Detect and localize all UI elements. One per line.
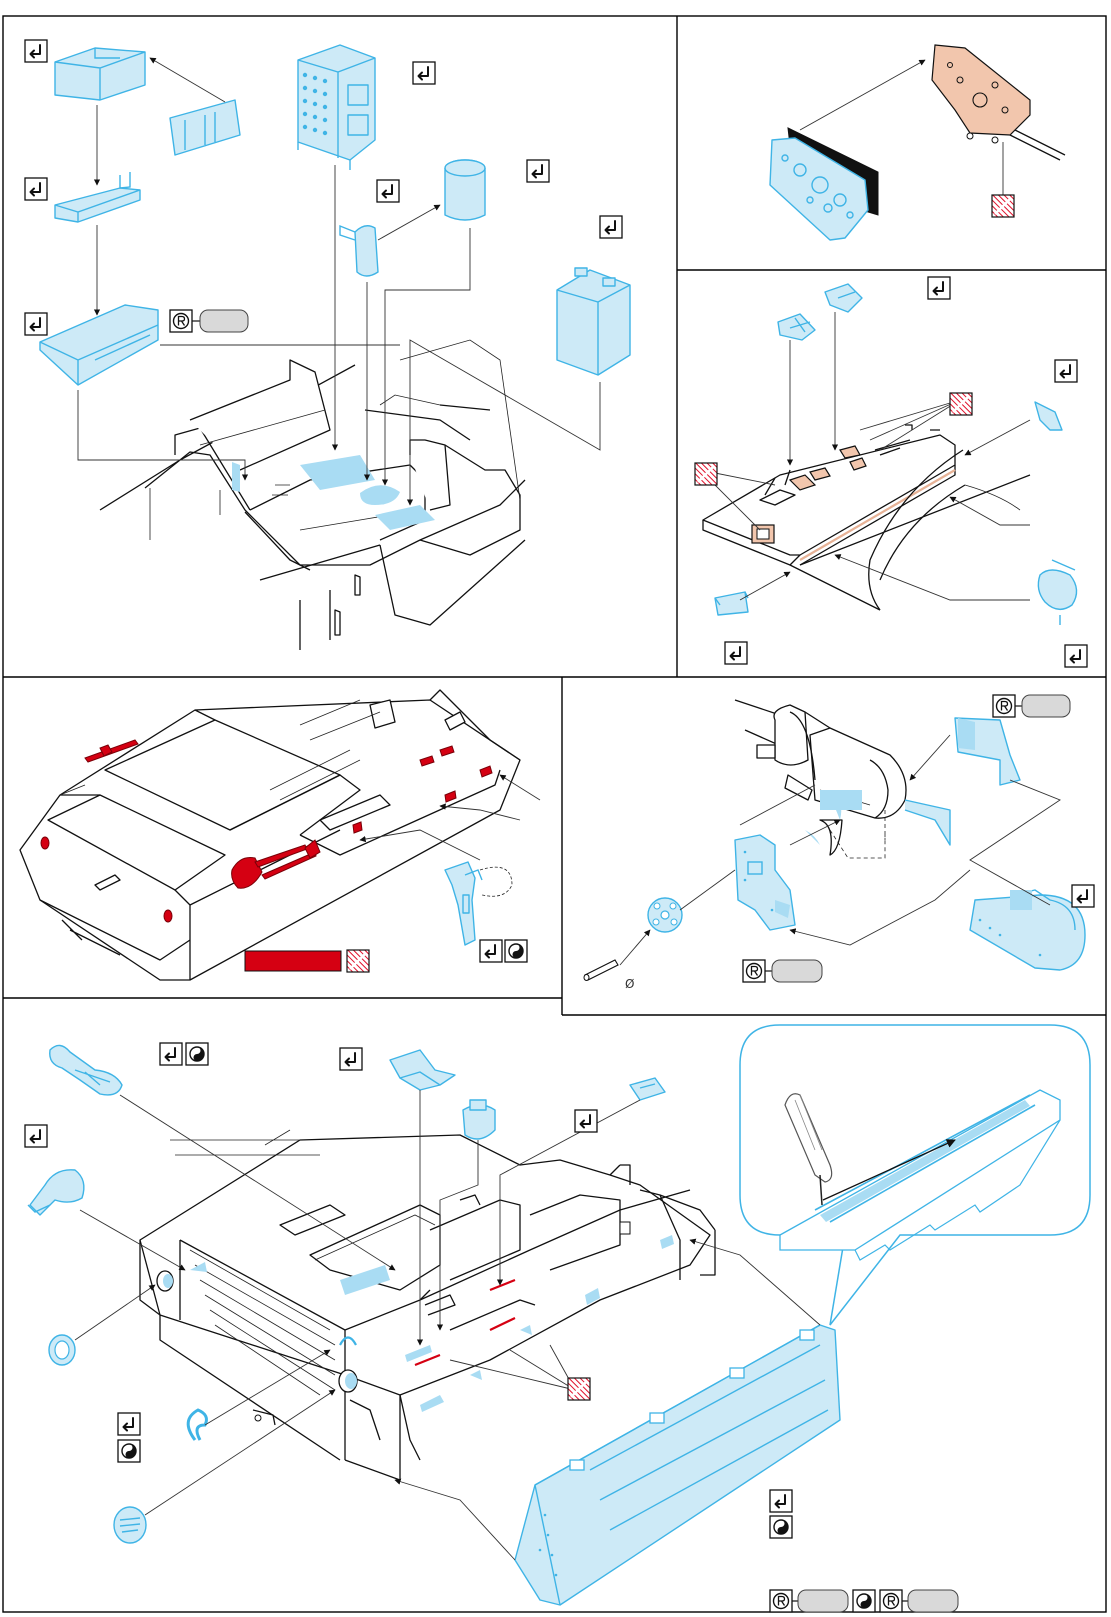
reference-callout <box>743 960 822 982</box>
stowage-bin-box <box>515 1325 840 1605</box>
r-circle-icon <box>880 1590 902 1612</box>
bracket-part-left <box>778 314 815 340</box>
heater-body-drawing <box>735 700 906 858</box>
fold-arrow-icon <box>928 277 950 299</box>
vent-disc-part <box>648 898 682 932</box>
detail-magnifier-bubble <box>740 1025 1090 1325</box>
heater-shield-part <box>905 718 1020 845</box>
fold-arrow-icon <box>377 180 399 202</box>
stowage-box-top <box>55 48 145 100</box>
fold-arrow-icon <box>25 178 47 200</box>
cylinder-holder-large <box>445 160 485 220</box>
r-circle-icon <box>993 695 1015 717</box>
hook-part <box>188 1410 206 1440</box>
bracket-part-corner <box>1035 402 1062 430</box>
bracket-part-lower-left <box>715 592 748 615</box>
yin-yang-icon <box>118 1440 140 1462</box>
reference-pill <box>908 1590 958 1612</box>
ammo-rack-part <box>298 45 375 170</box>
r-circle-icon <box>770 1590 792 1612</box>
fold-arrow-icon <box>480 940 502 962</box>
fold-arrow-icon <box>25 1125 47 1147</box>
r-circle-icon <box>743 960 765 982</box>
fold-arrow-icon <box>527 160 549 182</box>
fold-arrow-icon <box>118 1413 140 1435</box>
strap-clamp-part <box>463 1100 495 1139</box>
ring-washer-part-bottom <box>114 1507 146 1543</box>
bracket-part-right <box>825 284 862 312</box>
fold-arrow-icon <box>725 642 747 664</box>
hatched-square-icon <box>568 1378 590 1400</box>
fold-arrow-icon <box>1072 885 1094 907</box>
yin-yang-icon <box>853 1590 875 1612</box>
small-plate-part <box>630 1078 665 1100</box>
yin-yang-icon <box>186 1043 208 1065</box>
stowage-bin-bottom <box>40 305 158 385</box>
stowage-lid-part <box>170 100 240 155</box>
hull-top-drawing <box>20 690 520 980</box>
plate-clip-part <box>390 1050 455 1090</box>
cylinder-holder-small <box>340 226 378 276</box>
tow-cable-eye-part <box>50 1045 122 1094</box>
fold-arrow-icon <box>1055 360 1077 382</box>
rear-hull-stowage-panel <box>25 1025 1090 1612</box>
rod-part <box>584 960 618 981</box>
instrument-panel-copper <box>932 45 1065 160</box>
reference-callout <box>993 695 1070 717</box>
rear-hull-drawing <box>140 1130 715 1480</box>
instrument-panel-photoetch <box>770 138 868 240</box>
heater-cowl-part <box>970 890 1085 970</box>
reference-callout <box>170 310 248 332</box>
reference-pill <box>798 1590 848 1612</box>
yin-yang-icon <box>505 940 527 962</box>
red-paint-swatch <box>245 951 341 971</box>
hatched-square-icon <box>695 463 717 485</box>
yin-yang-icon <box>770 1516 792 1538</box>
fold-arrow-icon <box>1065 645 1087 667</box>
interior-floor-stowage-panel <box>25 40 630 650</box>
reference-pill <box>772 960 822 982</box>
ring-washer-part-top <box>49 1335 75 1365</box>
fold-arrow-icon <box>25 40 47 62</box>
panel-top-right <box>770 45 1065 240</box>
hatched-square-icon <box>347 950 369 972</box>
reference-pill <box>200 310 248 332</box>
heater-assembly-panel: Ø <box>584 695 1094 991</box>
hull-top-tools-panel <box>20 690 540 980</box>
fold-arrow-icon <box>770 1490 792 1512</box>
paint-color-callout <box>245 950 369 972</box>
tool-bracket-part <box>445 862 512 945</box>
fold-arrow-icon <box>160 1043 182 1065</box>
stowage-tray-middle <box>55 172 140 222</box>
heater-side-plate-part <box>735 835 795 930</box>
hull-deck-drawing <box>703 425 1030 610</box>
r-circle-icon <box>170 310 192 332</box>
clamp-ring-part <box>1038 560 1076 625</box>
reference-pill <box>1022 695 1070 717</box>
fold-arrow-icon <box>25 313 47 335</box>
hull-bracket-step-panel <box>695 277 1087 667</box>
hatched-square-icon <box>950 393 972 415</box>
fold-arrow-icon <box>413 62 435 84</box>
fold-arrow-icon <box>575 1110 597 1132</box>
hull-interior-drawing <box>100 340 525 650</box>
diameter-icon: Ø <box>625 977 634 991</box>
fold-arrow-icon <box>600 216 622 238</box>
reference-callout <box>770 1590 958 1612</box>
clamp-fitting-part <box>28 1170 84 1215</box>
battery-box-part <box>557 268 630 375</box>
hatched-square-icon <box>992 195 1014 217</box>
fold-arrow-icon <box>340 1048 362 1070</box>
